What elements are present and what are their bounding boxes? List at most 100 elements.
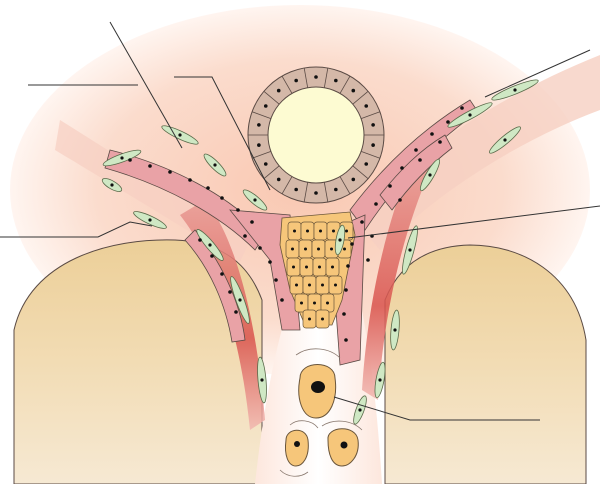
cluster-cell-nucleus [331,265,334,269]
cyst-cell-divider [339,75,351,94]
pink-cell-nucleus [258,246,262,250]
pink-cell-nucleus [344,338,348,342]
pink-cell-nucleus [188,178,192,182]
stroma-line [295,348,341,359]
fibroblast-cells [101,79,539,425]
pink-cell-nucleus [460,106,464,110]
cluster-cell-nucleus [293,229,296,233]
free-cell-lower-left [285,429,309,467]
cyst-cell-divider [323,182,329,203]
cyst-cell-divider [360,151,381,159]
cluster-cell-nucleus [291,247,294,251]
pink-cell-nucleus [360,220,364,224]
cyst-cell-divider [251,111,272,119]
cluster-cell-nucleus [308,283,311,287]
pink-cell-nucleus [350,242,354,246]
cluster-cell-nucleus [305,265,308,269]
cyst-cell-divider [281,176,293,195]
cyst-cell-nucleus [257,123,261,127]
golden-cell-grid [285,221,354,329]
cyst-cell-nucleus [351,88,356,93]
cyst-cell-nucleus [263,162,268,166]
cyst-cell-divider [323,67,329,88]
pink-cell-nucleus [268,260,272,264]
pink-cell-nucleus [414,148,418,152]
left-dome [13,239,263,484]
pink-cell-nucleus [128,158,132,162]
cluster-cell-nucleus [319,229,322,233]
cyst-cell-nucleus [364,162,369,166]
pink-cell-nucleus [198,238,202,242]
fibroblast-nucleus [213,163,217,167]
free-cell-lower-left-nucleus [294,441,300,447]
cluster-cell-nucleus [345,229,348,233]
cluster-cell-nucleus [330,247,333,251]
fibroblast-nucleus [208,243,212,247]
pink-cell-nucleus [148,164,152,168]
cyst-cell-divider [352,165,369,180]
cyst-cell-divider [281,75,293,94]
leader-lines [0,21,600,421]
right-dome [384,244,587,484]
fibroblast-nucleus [393,328,397,332]
cyst-cell-nucleus [371,123,375,127]
cluster-cell-nucleus [313,301,316,305]
pink-cell-nucleus [342,312,346,316]
fibroblast-nucleus [378,378,382,382]
pink-cell-nucleus [234,310,238,314]
cyst-cell-divider [251,151,272,159]
cyst-cell-nucleus [364,104,369,108]
cluster-cell-nucleus [300,301,303,305]
cyst-cell-divider [352,90,369,105]
cyst-cell-nucleus [276,88,281,93]
left-red-band [180,200,265,430]
pink-cell-nucleus [374,202,378,206]
stroma-line [289,420,319,429]
pink-cell-nucleus [430,132,434,136]
cluster-cell-nucleus [318,265,321,269]
leader-line-3 [174,76,271,191]
pink-cell-nucleus [220,272,224,276]
cyst-cell-nucleus [351,177,356,182]
fibroblast-nucleus [178,133,182,137]
pink-cell-nucleus [400,166,404,170]
cluster-cell-nucleus [304,247,307,251]
pink-cell-nucleus [388,184,392,188]
pink-cell-nucleus [438,140,442,144]
cyst-cell-nucleus [314,191,318,195]
pink-cell-nucleus [243,234,247,238]
cluster-cell-nucleus [321,283,324,287]
free-cell-large-nucleus [311,381,325,393]
pink-cell-nucleus [236,208,240,212]
cyst-cell-divider [360,111,381,119]
fibroblast-nucleus [148,218,152,222]
pink-cell-nucleus [206,186,210,190]
fibroblast-nucleus [503,138,507,142]
pink-cell-nucleus [274,278,278,282]
cluster-cell-nucleus [332,229,335,233]
leader-line-5 [347,205,600,239]
cyst-wall-cells [248,67,384,203]
cyst [247,66,385,204]
cyst-cell-divider [303,182,309,203]
stroma-line [321,420,363,431]
pink-cell-nucleus [220,196,224,200]
fibroblast-nucleus [513,88,517,92]
fibroblast-nucleus [110,183,114,187]
fibroblast-nucleus [253,198,257,202]
fibroblast-nucleus [338,238,342,242]
pink-cell-nucleus [168,170,172,174]
fibroblast-nucleus [468,113,472,117]
cluster-cell-nucleus [292,265,295,269]
pink-cell-nucleus [344,288,348,292]
pink-cell-nucleus [250,220,254,224]
fibroblast-nucleus [358,408,362,412]
fibroblast-nucleus [428,173,432,177]
cyst-cell-nucleus [276,177,281,182]
pink-cell-nucleus [446,120,450,124]
fibroblast-nucleus [408,248,412,252]
leader-line-1 [109,21,183,149]
cyst-lumen [267,86,365,184]
pink-cell-nucleus [398,198,402,202]
